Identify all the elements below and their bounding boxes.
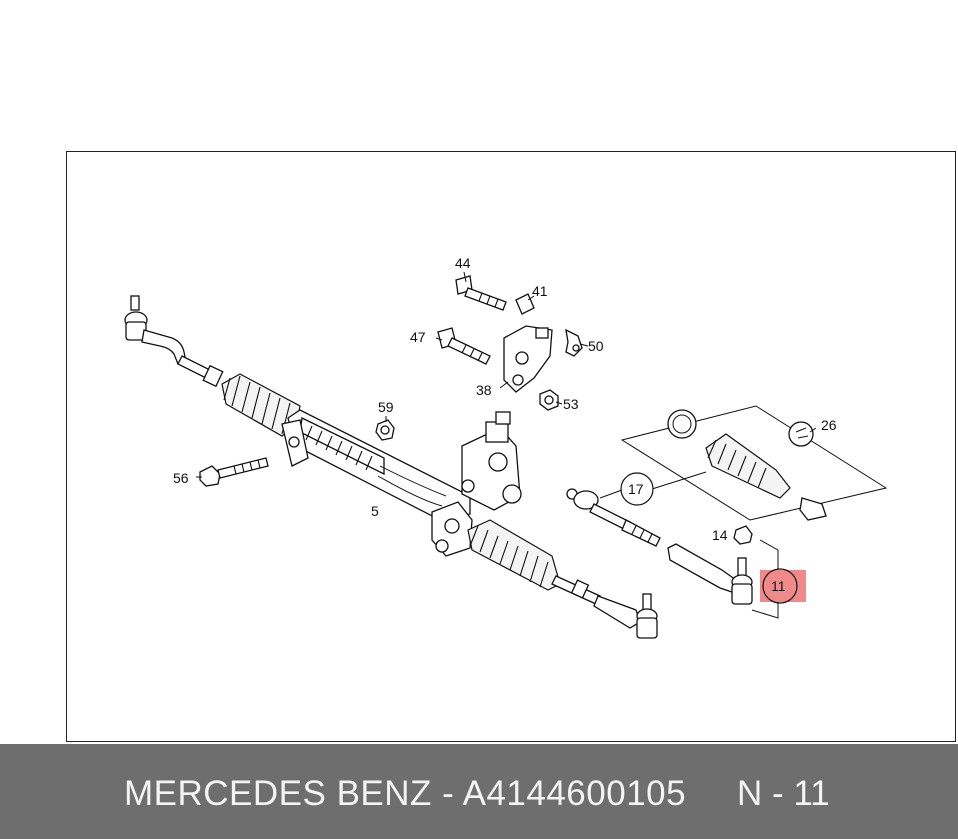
footer-bar: MERCEDES BENZ - A4144600105 N - 11 xyxy=(0,744,958,839)
callout-5: 5 xyxy=(371,503,379,519)
rack-housing xyxy=(281,409,471,521)
nut-53 xyxy=(539,389,559,411)
callout-41: 41 xyxy=(532,283,548,299)
kit-26-outline xyxy=(620,405,888,521)
callout-53: 53 xyxy=(563,396,579,412)
boot-kit-26 xyxy=(667,409,827,521)
right-tie-rod-on-rack xyxy=(551,575,658,639)
footer-reference-number: N - 11 xyxy=(737,774,830,813)
callout-44: 44 xyxy=(455,255,471,271)
valve-body xyxy=(431,411,522,557)
callout-14: 14 xyxy=(712,527,728,543)
callout-17: 17 xyxy=(628,481,644,497)
bolt-56 xyxy=(199,457,269,487)
callout-56: 56 xyxy=(173,470,189,486)
steering-rack-diagram: 44 41 47 50 38 53 59 56 5 26 17 14 11 xyxy=(124,255,888,639)
callout-47: 47 xyxy=(410,329,426,345)
leader-lines xyxy=(196,271,817,499)
callout-17-circle xyxy=(620,472,654,506)
tie-rod-end-11 xyxy=(667,543,753,605)
callout-11: 11 xyxy=(771,578,786,594)
right-boot xyxy=(467,519,561,591)
callout-50: 50 xyxy=(588,338,604,354)
callout-11-highlight xyxy=(760,570,806,602)
bolt-44 xyxy=(455,275,507,311)
callout-26: 26 xyxy=(821,417,837,433)
nut-59 xyxy=(375,419,395,441)
callout-38: 38 xyxy=(476,382,492,398)
callout-59: 59 xyxy=(378,399,394,415)
left-tie-rod-end xyxy=(124,295,224,388)
bracket-38 xyxy=(503,325,553,393)
footer-brand-part-number: MERCEDES BENZ - A4144600105 xyxy=(124,774,687,813)
clip-50 xyxy=(565,328,583,357)
bolt-47 xyxy=(437,327,491,365)
callout-11-circle xyxy=(762,568,798,604)
nut-14 xyxy=(733,525,753,545)
inner-tie-rod-17 xyxy=(566,488,661,547)
